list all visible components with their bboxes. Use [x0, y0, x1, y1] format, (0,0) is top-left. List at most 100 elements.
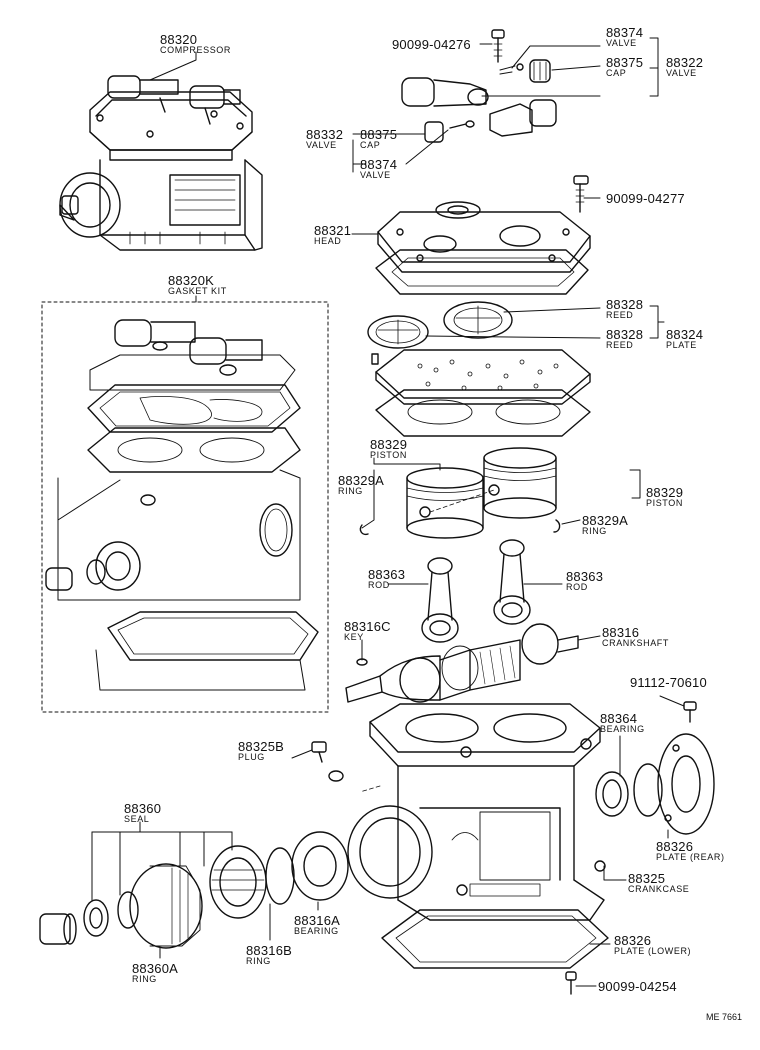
part-name: ROD: [566, 582, 588, 592]
part-number: 90099-04254: [598, 979, 677, 994]
part-number: 88329: [646, 485, 684, 500]
part-name: COMPRESSOR: [160, 45, 232, 55]
part-number: 88316B: [246, 943, 293, 958]
lower-plate-illustration: [381, 909, 609, 995]
label-rod-left: 88363 ROD: [368, 568, 405, 590]
label-ring-seal: 88360A RING: [132, 962, 178, 984]
label-ring-right: 88329A RING: [582, 514, 628, 536]
part-name: VALVE: [306, 140, 337, 150]
part-number: 90099-04276: [392, 37, 471, 52]
label-reed-1: 88328 REED: [606, 298, 643, 320]
part-name: RING: [338, 486, 363, 496]
part-number: 88360: [124, 801, 162, 816]
part-name: RING: [582, 526, 607, 536]
part-name: ROD: [368, 580, 390, 590]
part-name: RING: [132, 974, 157, 984]
label-crankshaft: 88316 CRANKSHAFT: [602, 626, 669, 648]
part-name: REED: [606, 340, 634, 350]
leader-lines: [91, 37, 685, 987]
part-number: 88322: [666, 55, 704, 70]
part-name: SEAL: [124, 814, 150, 824]
part-number: 88375: [360, 127, 398, 142]
label-cap-mid: 88375 CAP: [360, 128, 397, 150]
part-number: 91112-70610: [630, 675, 707, 690]
rear-parts-illustration: [595, 701, 715, 835]
part-name: VALVE: [666, 68, 697, 78]
part-number: 88363: [566, 569, 604, 584]
compressor-illustration: [59, 75, 263, 251]
label-valve-assy-left: 88332 VALVE: [306, 128, 343, 150]
part-name: CAP: [606, 68, 627, 78]
valve-group-illustration: [401, 29, 589, 213]
part-name: PLATE (REAR): [656, 852, 725, 862]
part-number: 88374: [606, 25, 644, 40]
part-name: RING: [246, 956, 271, 966]
label-piston-right: 88329 PISTON: [646, 486, 683, 508]
part-number: 88326: [614, 933, 652, 948]
plate-illustration: [367, 301, 591, 437]
part-name: PLATE: [666, 340, 697, 350]
label-bearing-front: 88316A BEARING: [294, 914, 340, 936]
part-name: PISTON: [370, 450, 407, 460]
crankcase-illustration: [347, 703, 606, 921]
part-number: 88328: [606, 327, 644, 342]
label-cap-top: 88375 CAP: [606, 56, 643, 78]
part-number: 88325B: [238, 739, 285, 754]
part-number: 88363: [368, 567, 406, 582]
part-name: VALVE: [606, 38, 637, 48]
part-name: HEAD: [314, 236, 342, 246]
part-number: 88332: [306, 127, 344, 142]
label-valve-top: 88374 VALVE: [606, 26, 643, 48]
label-ring-snap: 88316B RING: [246, 944, 292, 966]
part-number: 88316A: [294, 913, 341, 928]
plug-illustration: [311, 741, 344, 782]
part-name: CRANKCASE: [628, 884, 690, 894]
part-name: GASKET KIT: [168, 286, 227, 296]
part-number: 88316C: [344, 619, 391, 634]
drawing-code: ME 7661: [705, 1012, 742, 1022]
part-name: BEARING: [600, 724, 645, 734]
crankshaft-illustration: [345, 623, 579, 703]
part-number: 88316: [602, 625, 640, 640]
label-piston-left: 88329 PISTON: [370, 438, 407, 460]
label-valve-assy-right: 88322 VALVE: [666, 56, 703, 78]
label-plate-rear: 88326 PLATE (REAR): [656, 840, 725, 862]
label-crankcase: 88325 CRANKCASE: [628, 872, 689, 894]
label-rod-right: 88363 ROD: [566, 570, 603, 592]
part-number: 88320: [160, 32, 198, 47]
label-bolt-top: 90099-04276: [392, 38, 471, 51]
label-bolt-rear: 91112-70610: [630, 676, 707, 689]
part-number: 88326: [656, 839, 694, 854]
part-number: 88360A: [132, 961, 179, 976]
part-number: 88324: [666, 327, 704, 342]
part-name: CAP: [360, 140, 381, 150]
part-number: 88364: [600, 711, 638, 726]
part-name: KEY: [344, 632, 364, 642]
label-key: 88316C KEY: [344, 620, 391, 642]
part-number: 90099-04277: [606, 191, 685, 206]
part-number: 88320K: [168, 273, 215, 288]
label-head: 88321 HEAD: [314, 224, 351, 246]
part-number: 88321: [314, 223, 352, 238]
rods-illustration: [421, 539, 531, 643]
seal-illustration: [39, 831, 349, 949]
label-bolt-head: 90099-04277: [606, 192, 685, 205]
head-illustration: [375, 201, 591, 295]
part-number: 88329A: [338, 473, 385, 488]
label-plate: 88324 PLATE: [666, 328, 703, 350]
part-name: VALVE: [360, 170, 391, 180]
label-gasket-kit: 88320K GASKET KIT: [168, 274, 227, 296]
part-name: REED: [606, 310, 634, 320]
label-plug: 88325B PLUG: [238, 740, 284, 762]
part-name: CRANKSHAFT: [602, 638, 670, 648]
gasket-kit-illustration: [41, 301, 329, 713]
label-bearing-rear: 88364 BEARING: [600, 712, 645, 734]
part-number: 88329: [370, 437, 408, 452]
part-number: 88328: [606, 297, 644, 312]
part-name: PLUG: [238, 752, 265, 762]
label-seal: 88360 SEAL: [124, 802, 161, 824]
pistons-illustration: [359, 447, 561, 539]
part-number: 88374: [360, 157, 398, 172]
